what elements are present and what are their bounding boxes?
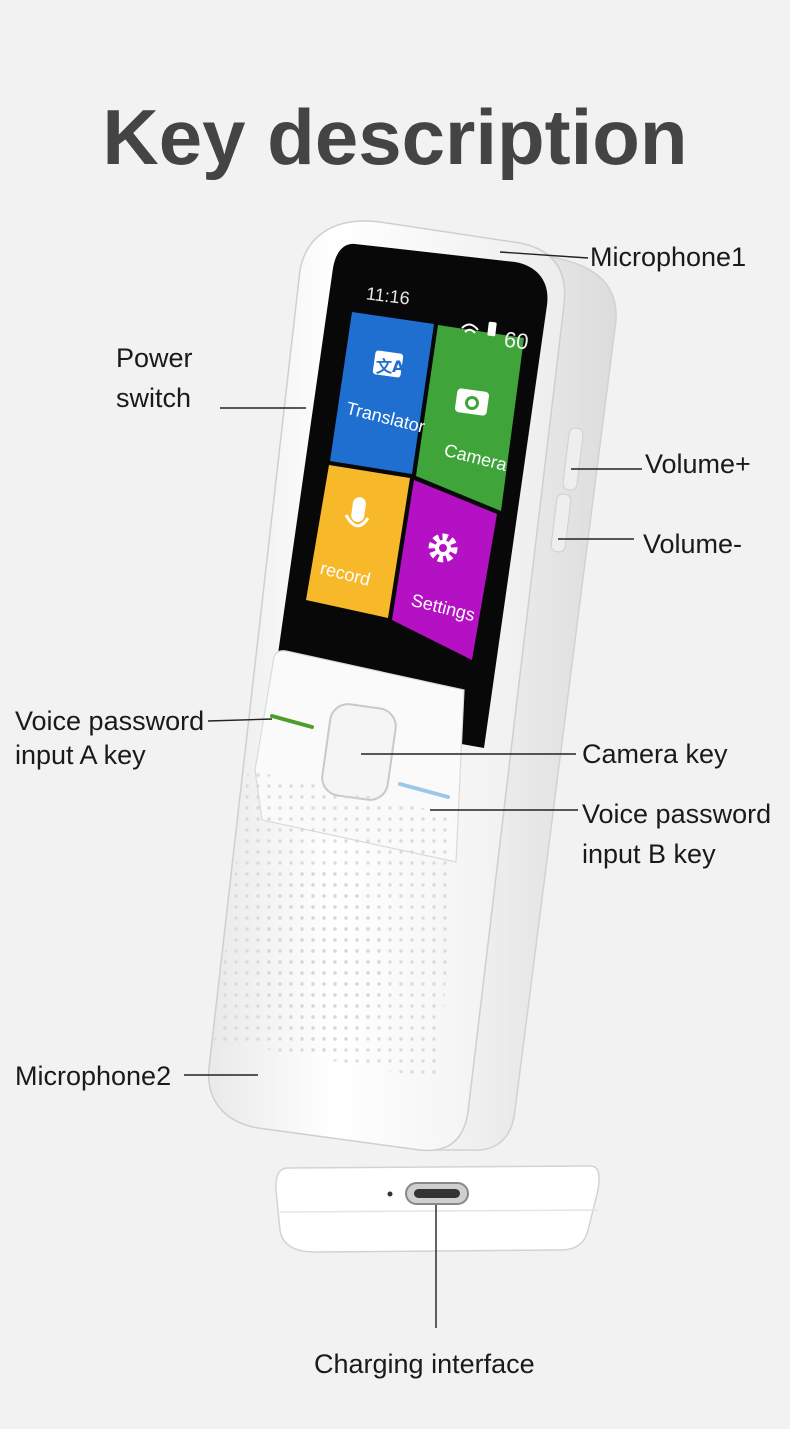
app-tiles — [306, 312, 524, 660]
line-microphone1 — [499, 251, 589, 259]
page-title: Key description — [102, 93, 688, 181]
label-camera-key: Camera key — [582, 739, 728, 769]
leader-lines — [184, 251, 642, 1328]
voice-b-indicator — [398, 782, 450, 799]
label-power-switch-line1: Power — [116, 343, 193, 373]
label-power-switch: Power switch — [116, 338, 193, 418]
speaker-circle — [260, 868, 384, 1052]
camera-icon — [455, 388, 489, 416]
microphone-icon — [344, 497, 370, 528]
label-voice-a-line2: input A key — [15, 740, 146, 770]
volume-up-button — [562, 427, 584, 491]
volume-down-button — [550, 493, 572, 553]
microphone2-hole — [387, 1191, 393, 1197]
camera-key-button — [321, 703, 397, 801]
battery-icon — [487, 321, 497, 337]
line-voice-a — [207, 718, 273, 722]
label-voice-b-line2: input B key — [582, 839, 716, 869]
gear-icon — [428, 533, 458, 563]
label-voice-b: Voice password input B key — [582, 794, 771, 874]
label-charging-interface: Charging interface — [314, 1349, 535, 1379]
svg-text:文A: 文A — [376, 357, 405, 376]
label-volume-up: Volume+ — [645, 449, 751, 479]
voice-a-indicator — [270, 714, 314, 729]
label-microphone2: Microphone2 — [15, 1061, 172, 1091]
label-power-switch-line2: switch — [116, 383, 192, 413]
label-volume-down: Volume- — [643, 529, 743, 559]
wifi-icon — [461, 323, 479, 334]
label-voice-b-line1: Voice password — [582, 799, 772, 829]
label-microphone1: Microphone1 — [590, 242, 747, 272]
device-bottom-edge — [275, 1165, 600, 1253]
label-voice-a: Voice password input A key — [15, 704, 204, 772]
battery-level: 60 — [502, 326, 530, 355]
label-voice-a-line1: Voice password — [15, 706, 205, 736]
translate-icon: 文A — [372, 350, 405, 378]
